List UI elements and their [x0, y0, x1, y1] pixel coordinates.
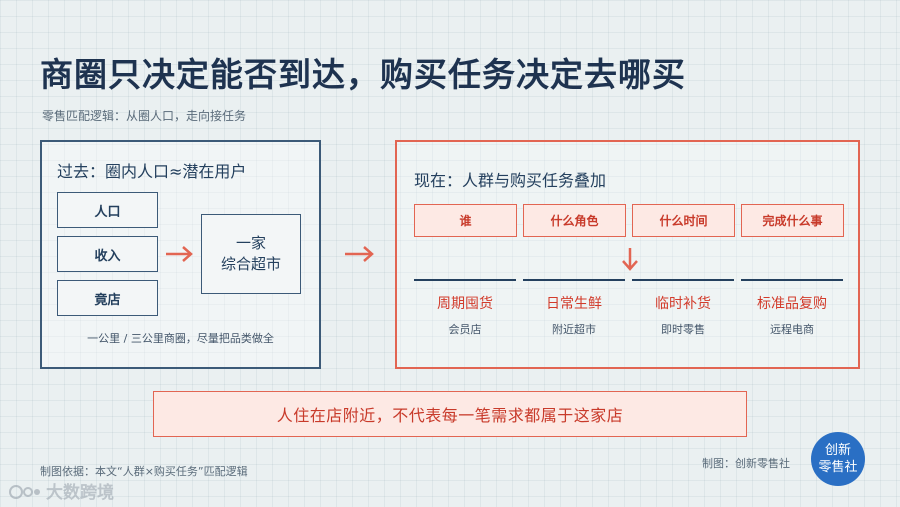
page-title: 商圈只决定能否到达，购买任务决定去哪买 [40, 55, 686, 94]
credit-note: 制图：创新零售社 [702, 457, 790, 470]
column-divider [523, 279, 625, 281]
question-time: 什么时间 [632, 204, 735, 237]
past-heading: 过去：圈内人口≈潜在用户 [57, 162, 247, 181]
past-note: 一公里 / 三公里商圈，尽量把品类做全 [87, 332, 274, 345]
source-note: 制图依据：本文“人群×购买任务”匹配逻辑 [40, 465, 248, 478]
column-divider [741, 279, 843, 281]
arrow-right-icon [345, 246, 374, 262]
badge-line-2: 零售社 [818, 460, 858, 475]
arrow-right-icon [166, 246, 193, 262]
question-role: 什么角色 [523, 204, 626, 237]
arrow-down-icon [622, 248, 638, 271]
now-heading: 现在：人群与购买任务叠加 [414, 171, 607, 190]
watermark-text: 大数跨境 [46, 483, 114, 503]
watermark-logo-icon [9, 485, 40, 499]
channel-nearby-supermarket: 附近超市 [552, 323, 596, 336]
task-name-fresh: 日常生鲜 [546, 296, 602, 312]
store-line-1: 一家 [235, 234, 266, 252]
channel-membership-store: 会员店 [448, 323, 482, 336]
past-item-population: 人口 [57, 192, 158, 228]
past-item-income: 收入 [57, 236, 158, 272]
badge-line-1: 创新 [824, 443, 851, 458]
page-subtitle: 零售匹配逻辑：从圈人口，走向接任务 [42, 109, 247, 123]
conclusion-banner: 人住在店附近，不代表每一笔需求都属于这家店 [153, 391, 747, 437]
task-name-stockup: 周期囤货 [437, 296, 493, 312]
task-name-topup: 临时补货 [655, 296, 711, 312]
past-item-competitor: 竟店 [57, 280, 158, 316]
now-panel [395, 140, 860, 369]
watermark: 大数跨境 [8, 478, 114, 503]
channel-instant-retail: 即时零售 [661, 323, 705, 336]
store-box: 一家 综合超市 [201, 214, 301, 294]
channel-remote-ecommerce: 远程电商 [770, 323, 814, 336]
task-name-repurchase: 标准品复购 [757, 296, 827, 312]
brand-badge: 创新 零售社 [811, 432, 865, 486]
question-task: 完成什么事 [741, 204, 844, 237]
column-divider [632, 279, 734, 281]
column-divider [414, 279, 516, 281]
question-who: 谁 [414, 204, 517, 237]
store-line-2: 综合超市 [220, 255, 281, 273]
